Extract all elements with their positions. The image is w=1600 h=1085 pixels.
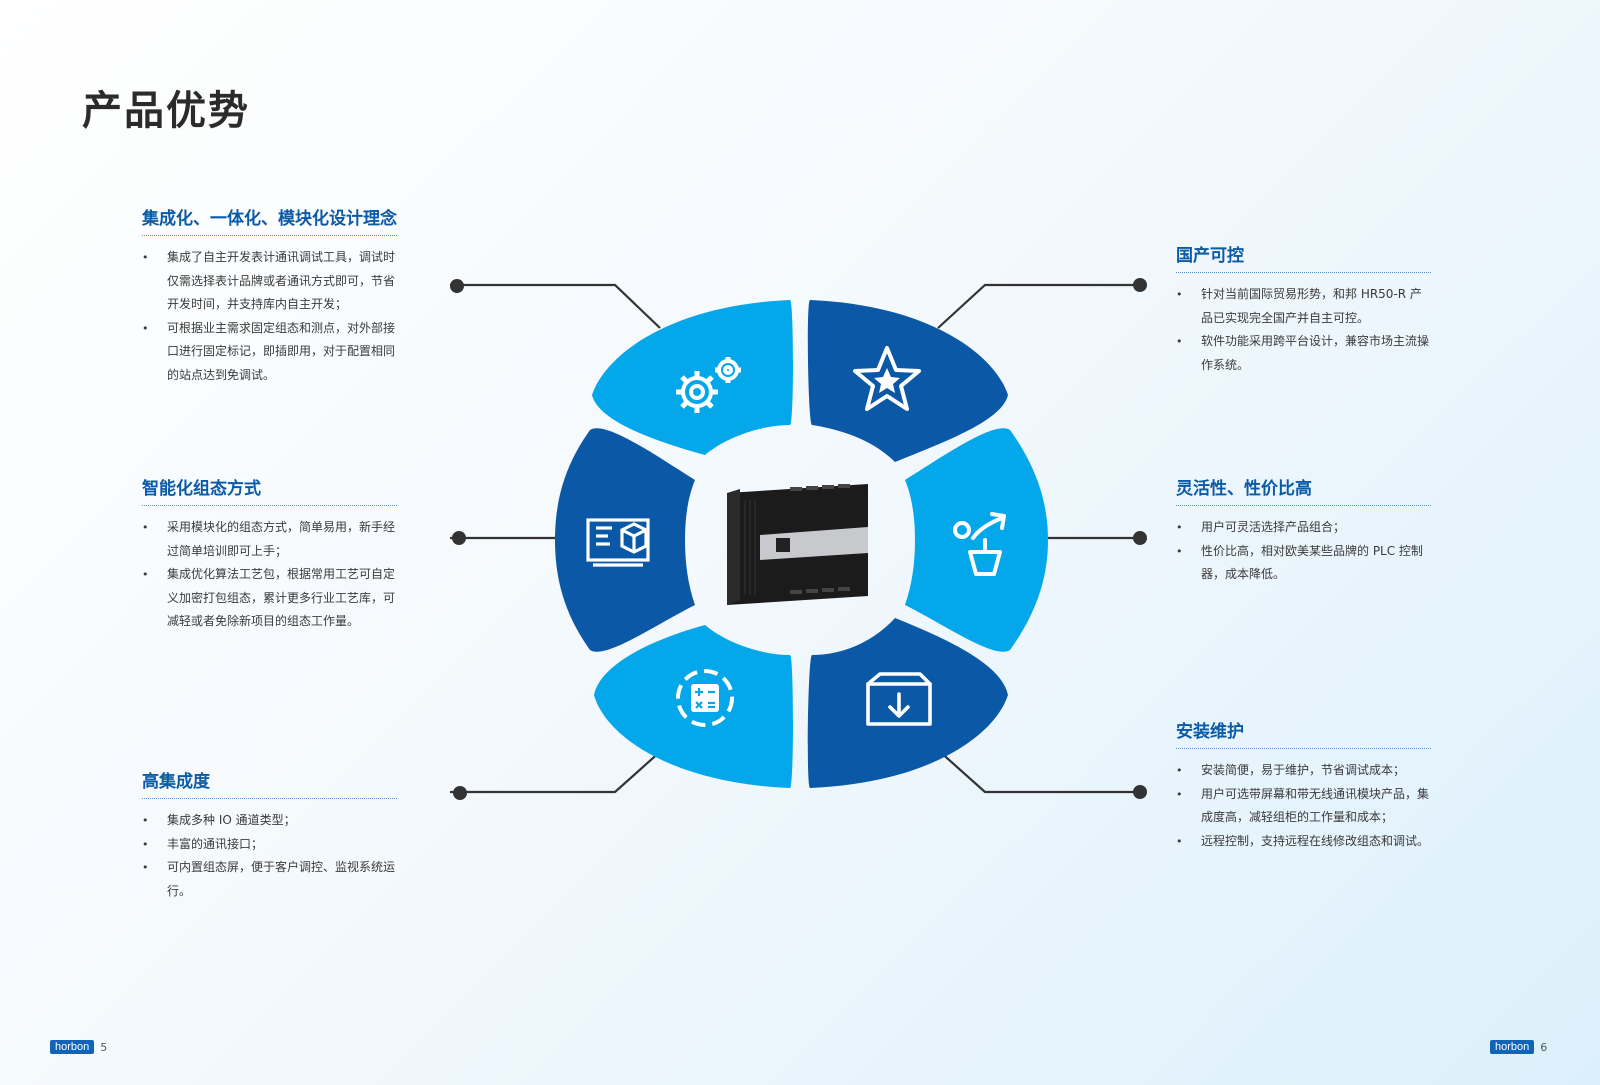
- page-title: 产品优势: [82, 88, 250, 134]
- section-title: 高集成度: [142, 767, 397, 799]
- section-list: 针对当前国际贸易形势，和邦 HR50-R 产品已实现完全国产并自主可控。 软件功…: [1176, 283, 1431, 377]
- list-item: 远程控制，支持远程在线修改组态和调试。: [1176, 830, 1431, 854]
- list-item: 集成了自主开发表计通讯调试工具，调试时仅需选择表计品牌或者通讯方式即可，节省开发…: [142, 246, 397, 317]
- brand-logo: horbon: [1490, 1040, 1535, 1054]
- list-item: 集成优化算法工艺包，根据常用工艺可自定义加密打包组态，累计更多行业工艺库，可减轻…: [142, 563, 397, 634]
- list-item: 软件功能采用跨平台设计，兼容市场主流操作系统。: [1176, 330, 1431, 377]
- install-box-icon: [866, 672, 932, 726]
- section-high-integration: 高集成度 集成多种 IO 通道类型； 丰富的通讯接口； 可内置组态屏，便于客户调…: [142, 767, 397, 903]
- section-list: 集成了自主开发表计通讯调试工具，调试时仅需选择表计品牌或者通讯方式即可，节省开发…: [142, 246, 397, 387]
- brand-logo: horbon: [50, 1040, 95, 1054]
- section-integration: 集成化、一体化、模块化设计理念 集成了自主开发表计通讯调试工具，调试时仅需选择表…: [142, 204, 397, 387]
- gears-icon: [676, 357, 741, 413]
- device-image: [727, 484, 868, 605]
- list-item: 采用模块化的组态方式，简单易用，新手经过简单培训即可上手；: [142, 516, 397, 563]
- list-item: 集成多种 IO 通道类型；: [142, 809, 397, 833]
- footer-right: horbon 6: [1490, 1040, 1547, 1054]
- connector-dot: [452, 531, 466, 545]
- section-title: 安装维护: [1176, 717, 1431, 749]
- page-number: 5: [100, 1040, 108, 1054]
- connector-top-left: [450, 283, 661, 329]
- calculator-icon: [676, 669, 734, 727]
- segment-mid-left: [555, 428, 695, 652]
- star-icon: [853, 346, 921, 411]
- section-title: 国产可控: [1176, 241, 1431, 273]
- list-item: 用户可选带屏幕和带无线通讯模块产品，集成度高，减轻组柜的工作量和成本；: [1176, 783, 1431, 830]
- list-item: 可根据业主需求固定组态和测点，对外部接口进行固定标记，即插即用，对于配置相同的站…: [142, 317, 397, 388]
- section-title: 集成化、一体化、模块化设计理念: [142, 204, 397, 236]
- page-number: 6: [1540, 1040, 1548, 1054]
- list-item: 针对当前国际贸易形势，和邦 HR50-R 产品已实现完全国产并自主可控。: [1176, 283, 1431, 330]
- connector-dot: [1133, 531, 1147, 545]
- connector-dot: [1133, 278, 1147, 292]
- section-title: 智能化组态方式: [142, 474, 397, 506]
- segment-bottom-right: [807, 618, 1008, 788]
- footer-left: horbon 5: [50, 1040, 107, 1054]
- list-item: 安装简便，易于维护，节省调试成本；: [1176, 759, 1431, 783]
- section-list: 用户可灵活选择产品组合； 性价比高，相对欧美某些品牌的 PLC 控制器，成本降低…: [1176, 516, 1431, 587]
- connector-top-right: [937, 283, 1140, 329]
- flexibility-icon: [953, 512, 1006, 576]
- list-item: 用户可灵活选择产品组合；: [1176, 516, 1431, 540]
- section-flexibility: 灵活性、性价比高 用户可灵活选择产品组合； 性价比高，相对欧美某些品牌的 PLC…: [1176, 474, 1431, 587]
- connector-lines: [450, 283, 1140, 794]
- section-title: 灵活性、性价比高: [1176, 474, 1431, 506]
- section-list: 采用模块化的组态方式，简单易用，新手经过简单培训即可上手； 集成优化算法工艺包，…: [142, 516, 397, 634]
- monitor-cube-icon: [586, 518, 650, 567]
- connector-dot: [453, 786, 467, 800]
- list-item: 性价比高，相对欧美某些品牌的 PLC 控制器，成本降低。: [1176, 540, 1431, 587]
- connector-bottom-right: [937, 749, 1140, 794]
- connector-dot: [450, 279, 464, 293]
- segment-mid-right: [905, 428, 1048, 652]
- section-installation: 安装维护 安装简便，易于维护，节省调试成本； 用户可选带屏幕和带无线通讯模块产品…: [1176, 717, 1431, 853]
- list-item: 可内置组态屏，便于客户调控、监视系统运行。: [142, 856, 397, 903]
- connector-dot: [1133, 785, 1147, 799]
- section-intelligent: 智能化组态方式 采用模块化的组态方式，简单易用，新手经过简单培训即可上手； 集成…: [142, 474, 397, 634]
- section-list: 集成多种 IO 通道类型； 丰富的通讯接口； 可内置组态屏，便于客户调控、监视系…: [142, 809, 397, 903]
- section-list: 安装简便，易于维护，节省调试成本； 用户可选带屏幕和带无线通讯模块产品，集成度高…: [1176, 759, 1431, 853]
- connector-bottom-left: [450, 749, 663, 794]
- section-domestic: 国产可控 针对当前国际贸易形势，和邦 HR50-R 产品已实现完全国产并自主可控…: [1176, 241, 1431, 377]
- list-item: 丰富的通讯接口；: [142, 833, 397, 857]
